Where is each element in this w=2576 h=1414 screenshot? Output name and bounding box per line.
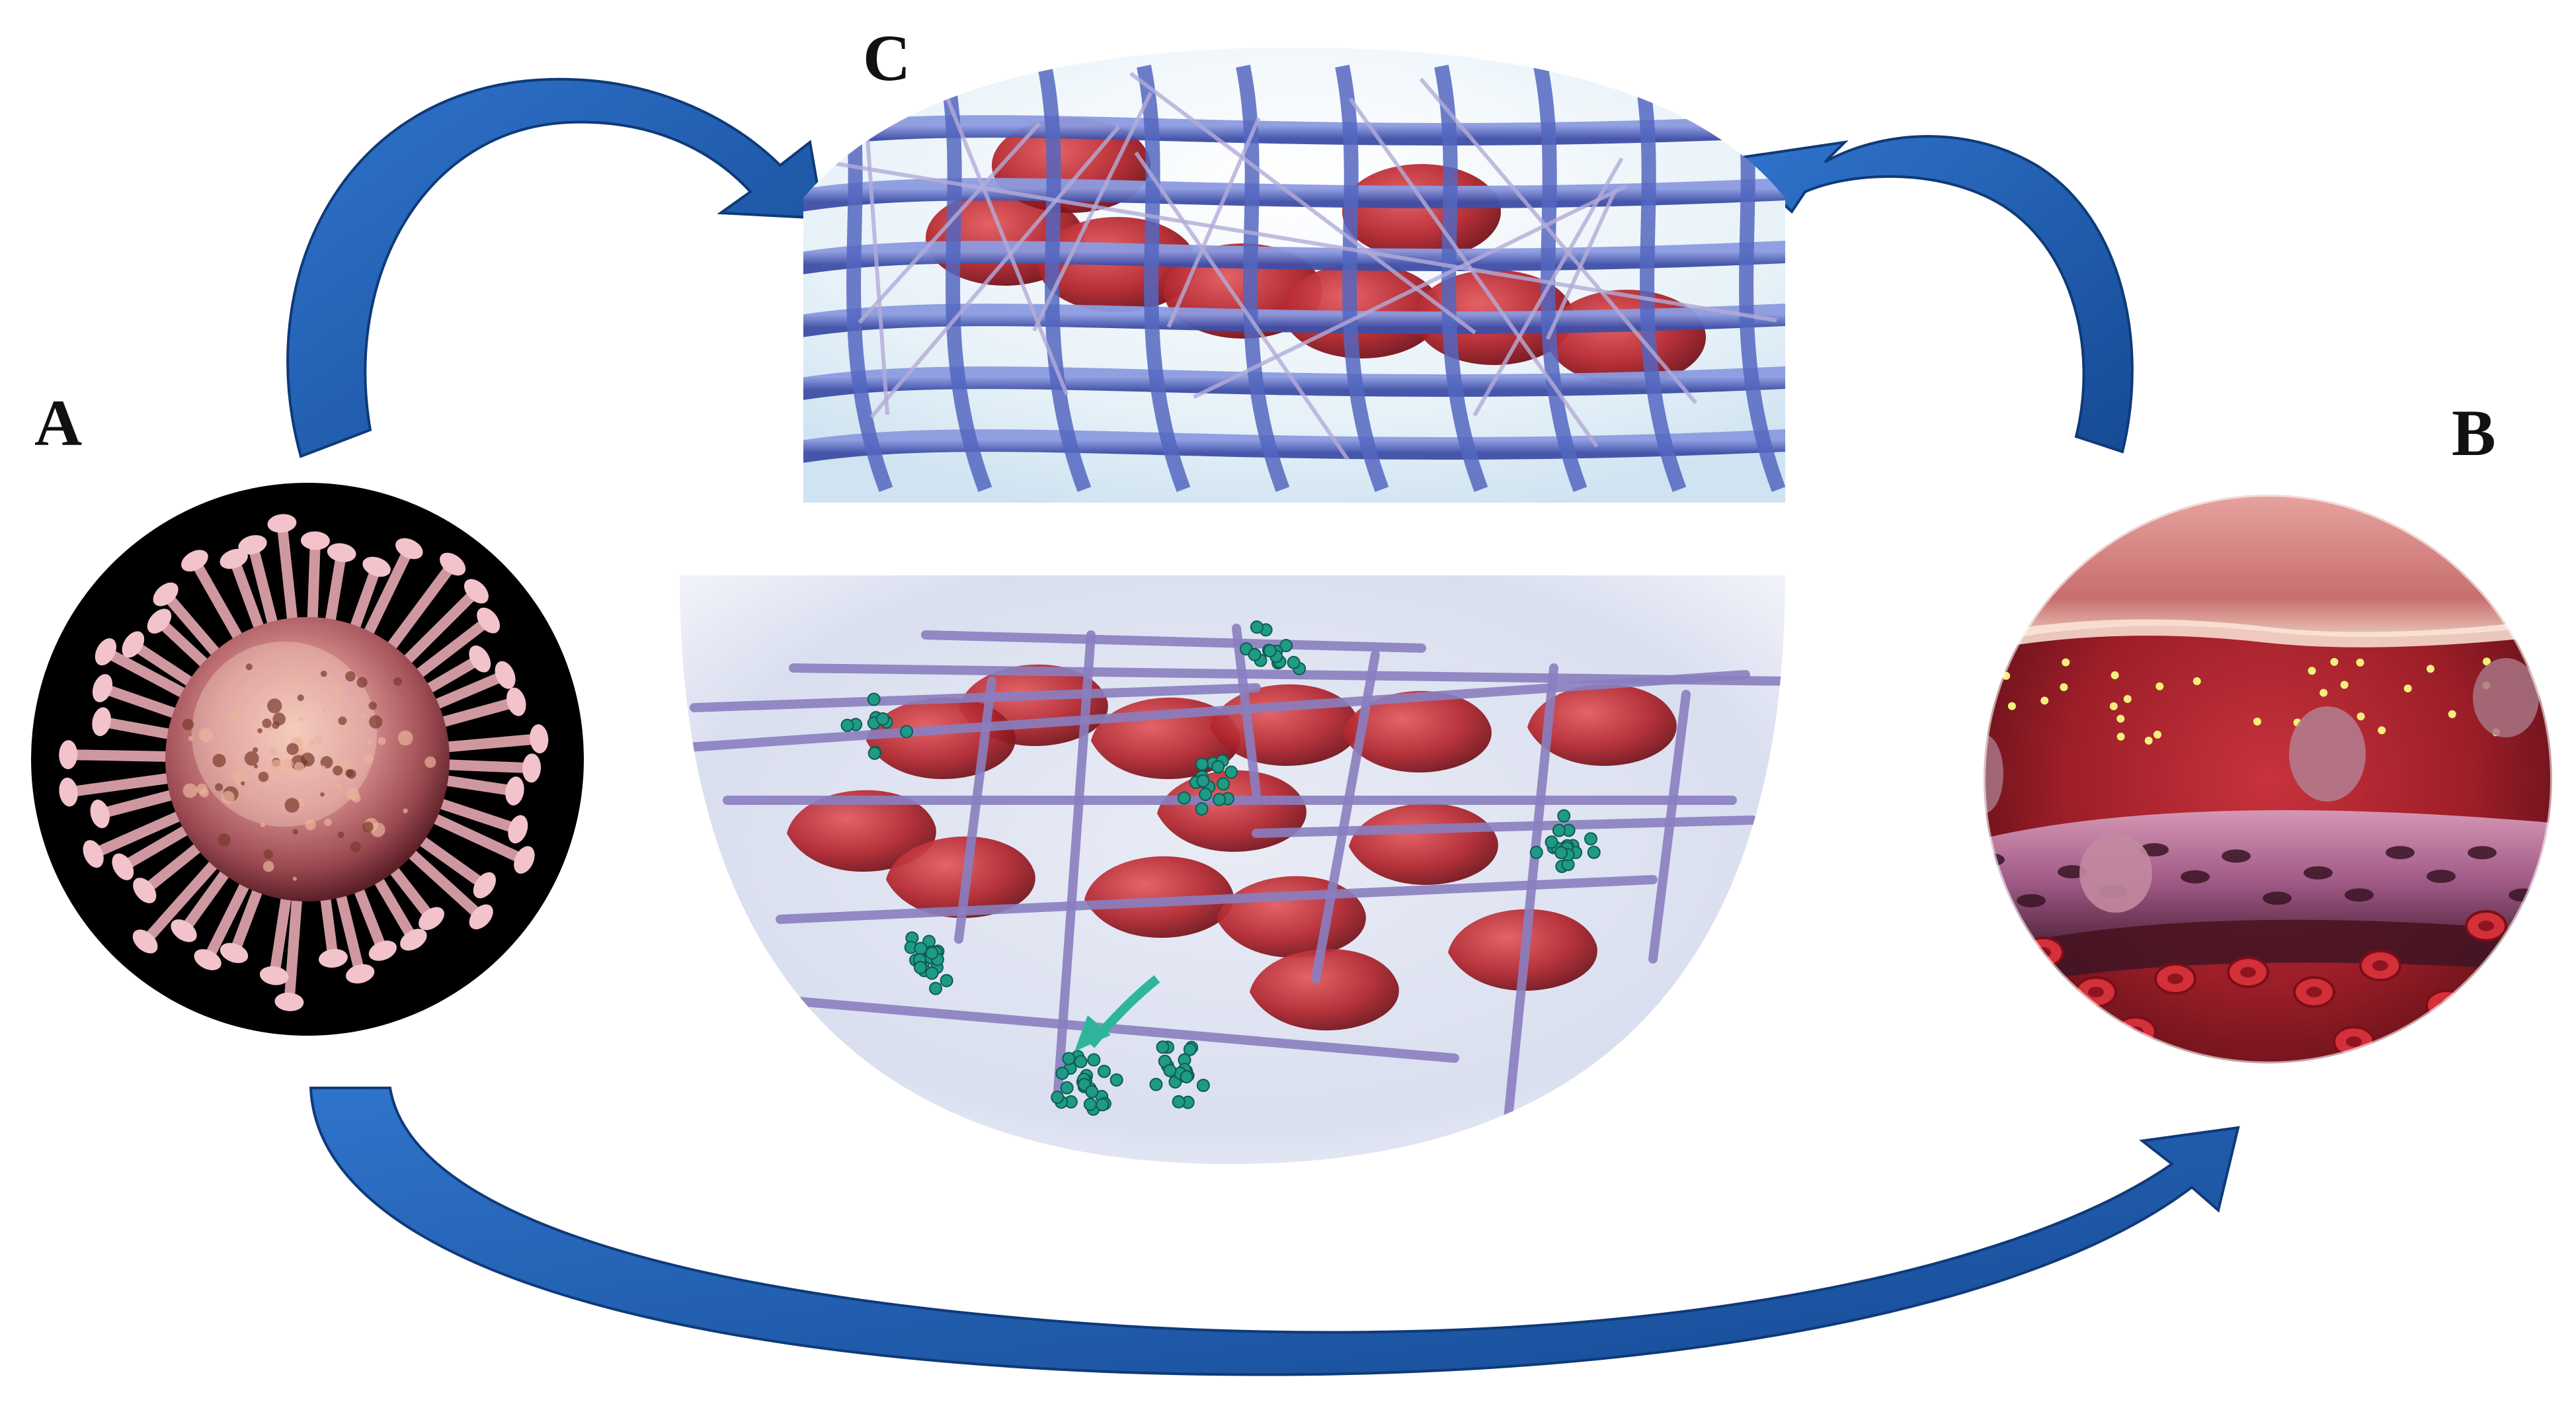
extracellular-trap-mesh-illustration	[793, 48, 1798, 503]
panel-label-b: B	[2452, 400, 2496, 466]
curved-arrow-a-to-c	[288, 79, 823, 456]
panel-label-c: C	[863, 25, 910, 91]
curved-arrow-b-to-c	[1732, 136, 2132, 452]
coronavirus-illustration	[31, 483, 584, 1036]
fibrin-clot-illustration	[680, 575, 1785, 1164]
blood-vessel-illustration	[1964, 489, 2559, 1063]
panel-label-a: A	[34, 390, 82, 456]
